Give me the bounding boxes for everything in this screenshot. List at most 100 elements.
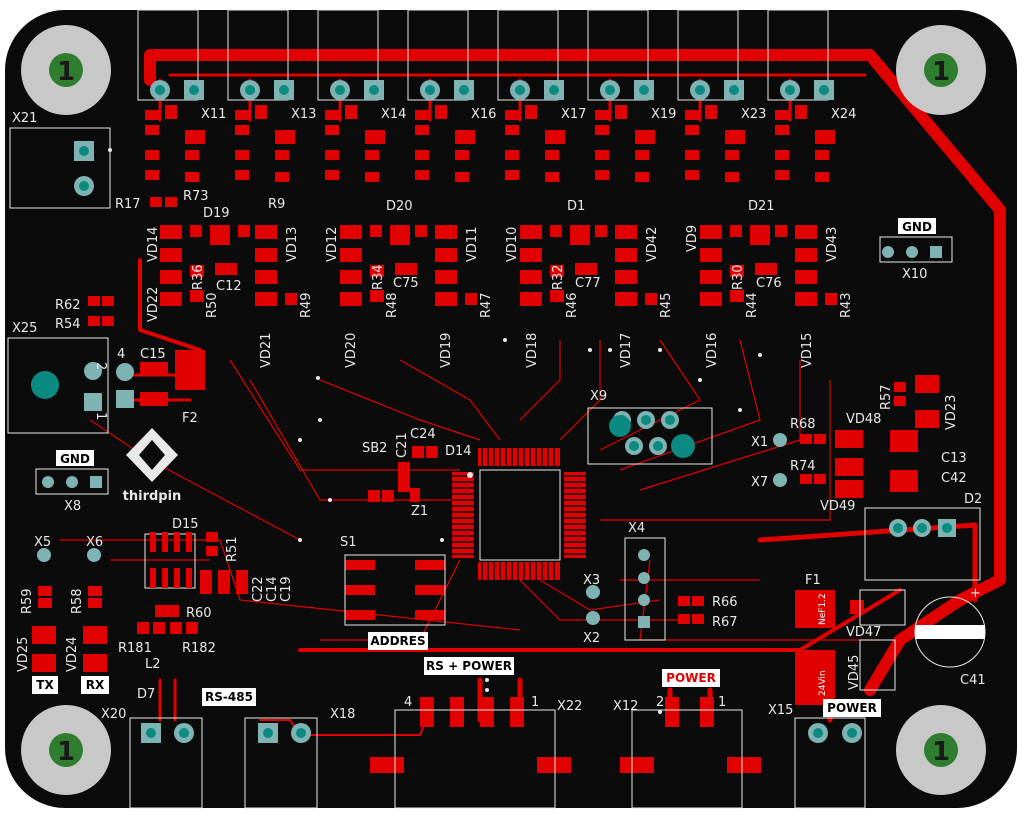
- label-r9: R9: [268, 197, 285, 212]
- label-vd9: VD9: [685, 225, 700, 252]
- label-r74: R74: [790, 459, 816, 474]
- label-x8: X8: [64, 499, 81, 514]
- label-z1: Z1: [411, 504, 428, 519]
- label-x15: X15: [768, 703, 793, 718]
- label-vd47: VD47: [846, 625, 881, 640]
- label-c76: C76: [756, 276, 782, 291]
- label-x23: X23: [741, 107, 766, 122]
- label-rs485: RS-485: [205, 690, 253, 704]
- label-pin1-x25: 1: [93, 412, 108, 420]
- label-vd20: VD20: [344, 333, 359, 368]
- label-vd21: VD21: [259, 333, 274, 368]
- silkscreen-outlines: [7, 127, 986, 809]
- label-d21: D21: [748, 199, 775, 214]
- label-x5: X5: [34, 535, 51, 550]
- label-c24: C24: [410, 427, 436, 442]
- label-x21: X21: [12, 111, 37, 126]
- label-r43: R43: [839, 292, 854, 318]
- label-x14: X14: [381, 107, 406, 122]
- label-r59: R59: [20, 588, 35, 614]
- label-r44: R44: [745, 292, 760, 318]
- label-r73: R73: [183, 189, 209, 204]
- label-c41: C41: [960, 673, 986, 688]
- label-pin1-x12: 1: [718, 695, 726, 710]
- label-vd12: VD12: [325, 227, 340, 262]
- label-vd17: VD17: [619, 333, 634, 368]
- label-vd42: VD42: [645, 227, 660, 262]
- label-r49: R49: [299, 292, 314, 318]
- label-l2: L2: [145, 657, 161, 672]
- label-r54: R54: [55, 317, 81, 332]
- label-r17: R17: [115, 197, 141, 212]
- label-vd43: VD43: [825, 227, 840, 262]
- label-vd24: VD24: [65, 637, 80, 672]
- label-vd45: VD45: [847, 655, 862, 690]
- label-c21: C21: [395, 432, 410, 458]
- label-r182: R182: [182, 641, 216, 656]
- label-tx: TX: [36, 678, 54, 692]
- label-r60: R60: [186, 606, 212, 621]
- label-x3: X3: [583, 573, 600, 588]
- label-24vin: 24Vin: [818, 670, 828, 696]
- thirdpin-logo-text: thirdpin: [123, 489, 182, 504]
- label-s1: S1: [340, 535, 357, 550]
- label-pin2-x12: 2: [656, 695, 664, 710]
- label-x13: X13: [291, 107, 316, 122]
- label-pin1-x22: 1: [531, 695, 539, 710]
- label-r181: R181: [118, 641, 152, 656]
- label-power-mid: POWER: [666, 671, 716, 685]
- mcu-chip: [452, 448, 586, 580]
- label-pin2-x25: 2: [93, 362, 108, 370]
- label-d15: D15: [172, 517, 199, 532]
- label-rx: RX: [86, 678, 105, 692]
- label-x7: X7: [751, 475, 768, 490]
- label-vd15: VD15: [800, 333, 815, 368]
- label-vd25: VD25: [16, 637, 31, 672]
- label-x9: X9: [590, 389, 607, 404]
- label-c13: C13: [941, 451, 967, 466]
- label-vd22: VD22: [146, 287, 161, 322]
- mount-number-br: 1: [932, 737, 950, 767]
- label-addres: ADDRES: [370, 634, 425, 648]
- label-r48: R48: [385, 292, 400, 318]
- label-d7: D7: [137, 687, 155, 702]
- label-sb2: SB2: [362, 441, 387, 456]
- label-pin4: 4: [117, 347, 125, 362]
- label-f1-value: NeF1.2: [818, 593, 828, 625]
- label-vd14: VD14: [146, 227, 161, 262]
- label-rs-power: RS + POWER: [426, 659, 512, 673]
- mount-number-tr: 1: [932, 57, 950, 87]
- label-c14: C14: [265, 576, 280, 602]
- mounting-holes: 1 1 1 1: [21, 25, 986, 795]
- designators: X11 X13 X14 X16 X17 X19 X23 X24 X21 X25 …: [12, 107, 986, 722]
- label-r68: R68: [790, 417, 816, 432]
- label-r34: R34: [371, 264, 386, 290]
- label-vd18: VD18: [525, 333, 540, 368]
- through-hole-pads: [31, 80, 956, 743]
- label-x2: X2: [583, 631, 600, 646]
- label-f1: F1: [805, 573, 821, 588]
- label-c12: C12: [216, 279, 242, 294]
- label-x1: X1: [751, 435, 768, 450]
- label-r51: R51: [225, 536, 240, 562]
- label-d14: D14: [445, 444, 472, 459]
- thirdpin-logo: thirdpin: [123, 428, 182, 504]
- top-connectors: [137, 9, 829, 101]
- label-c22: C22: [251, 576, 266, 602]
- label-d20: D20: [386, 199, 413, 214]
- smd-pads: [32, 105, 939, 773]
- label-vd16: VD16: [705, 333, 720, 368]
- label-r57: R57: [879, 384, 894, 410]
- label-c42: C42: [941, 471, 967, 486]
- label-x6: X6: [86, 535, 103, 550]
- c41-polarity-bar: [915, 625, 985, 639]
- label-x20: X20: [101, 707, 126, 722]
- label-r50: R50: [205, 292, 220, 318]
- label-r36: R36: [191, 264, 206, 290]
- label-d2: D2: [964, 492, 982, 507]
- label-vd49: VD49: [820, 499, 855, 514]
- label-r58: R58: [70, 588, 85, 614]
- label-gnd-left: GND: [60, 452, 90, 466]
- mount-number-bl: 1: [57, 737, 75, 767]
